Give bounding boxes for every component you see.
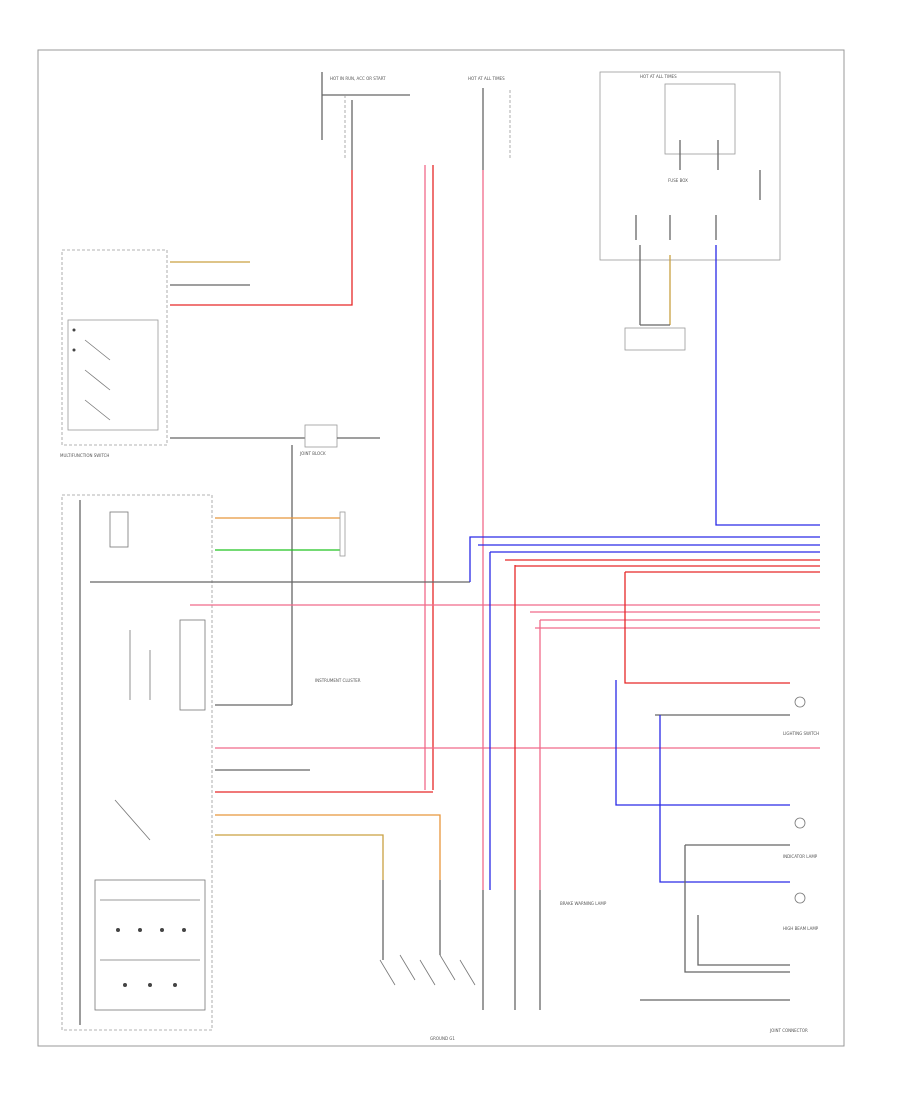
fuse-box: HOT AT ALL TIMES FUSE BOX bbox=[599, 71, 781, 261]
gauge-lamp-label: HIGH BEAM LAMP bbox=[783, 926, 819, 931]
instrument-cluster: INSTRUMENT CLUSTER bbox=[61, 494, 361, 1031]
cluster-label: INSTRUMENT CLUSTER bbox=[315, 678, 361, 683]
multifunction-switch: MULTIFUNCTION SWITCH bbox=[60, 249, 305, 458]
hot-at-all-times-label: HOT AT ALL TIMES bbox=[468, 76, 505, 81]
connector-bottom-fuse bbox=[624, 327, 686, 351]
top-fuse-label: HOT IN RUN, ACC OR START bbox=[330, 76, 386, 81]
diagram-frame bbox=[37, 49, 845, 1047]
bottom-right-label: JOINT CONNECTOR bbox=[769, 1028, 808, 1033]
fuse-box-title: FUSE BOX bbox=[668, 178, 688, 183]
speedometer-label: INDICATOR LAMP bbox=[783, 854, 818, 859]
brake-lamp-label: BRAKE WARNING LAMP bbox=[560, 901, 607, 906]
top-fuse-feed: HOT IN RUN, ACC OR START HOT AT ALL TIME… bbox=[321, 72, 511, 170]
junction-block bbox=[304, 424, 338, 448]
switch-array: GROUND G1 BRAKE WARNING LAMP bbox=[379, 880, 607, 1041]
connector-cluster-top bbox=[339, 511, 346, 557]
ground-label: GROUND G1 bbox=[430, 1036, 455, 1041]
right-components: LIGHTING SWITCH INDICATOR LAMP HIGH BEAM… bbox=[769, 696, 819, 1033]
fuse-box-hot-label: HOT AT ALL TIMES bbox=[640, 74, 677, 79]
multifunction-switch-label: MULTIFUNCTION SWITCH bbox=[60, 453, 109, 458]
tachometer-label: LIGHTING SWITCH bbox=[783, 731, 819, 736]
junction-label: JOINT BLOCK bbox=[299, 451, 326, 456]
